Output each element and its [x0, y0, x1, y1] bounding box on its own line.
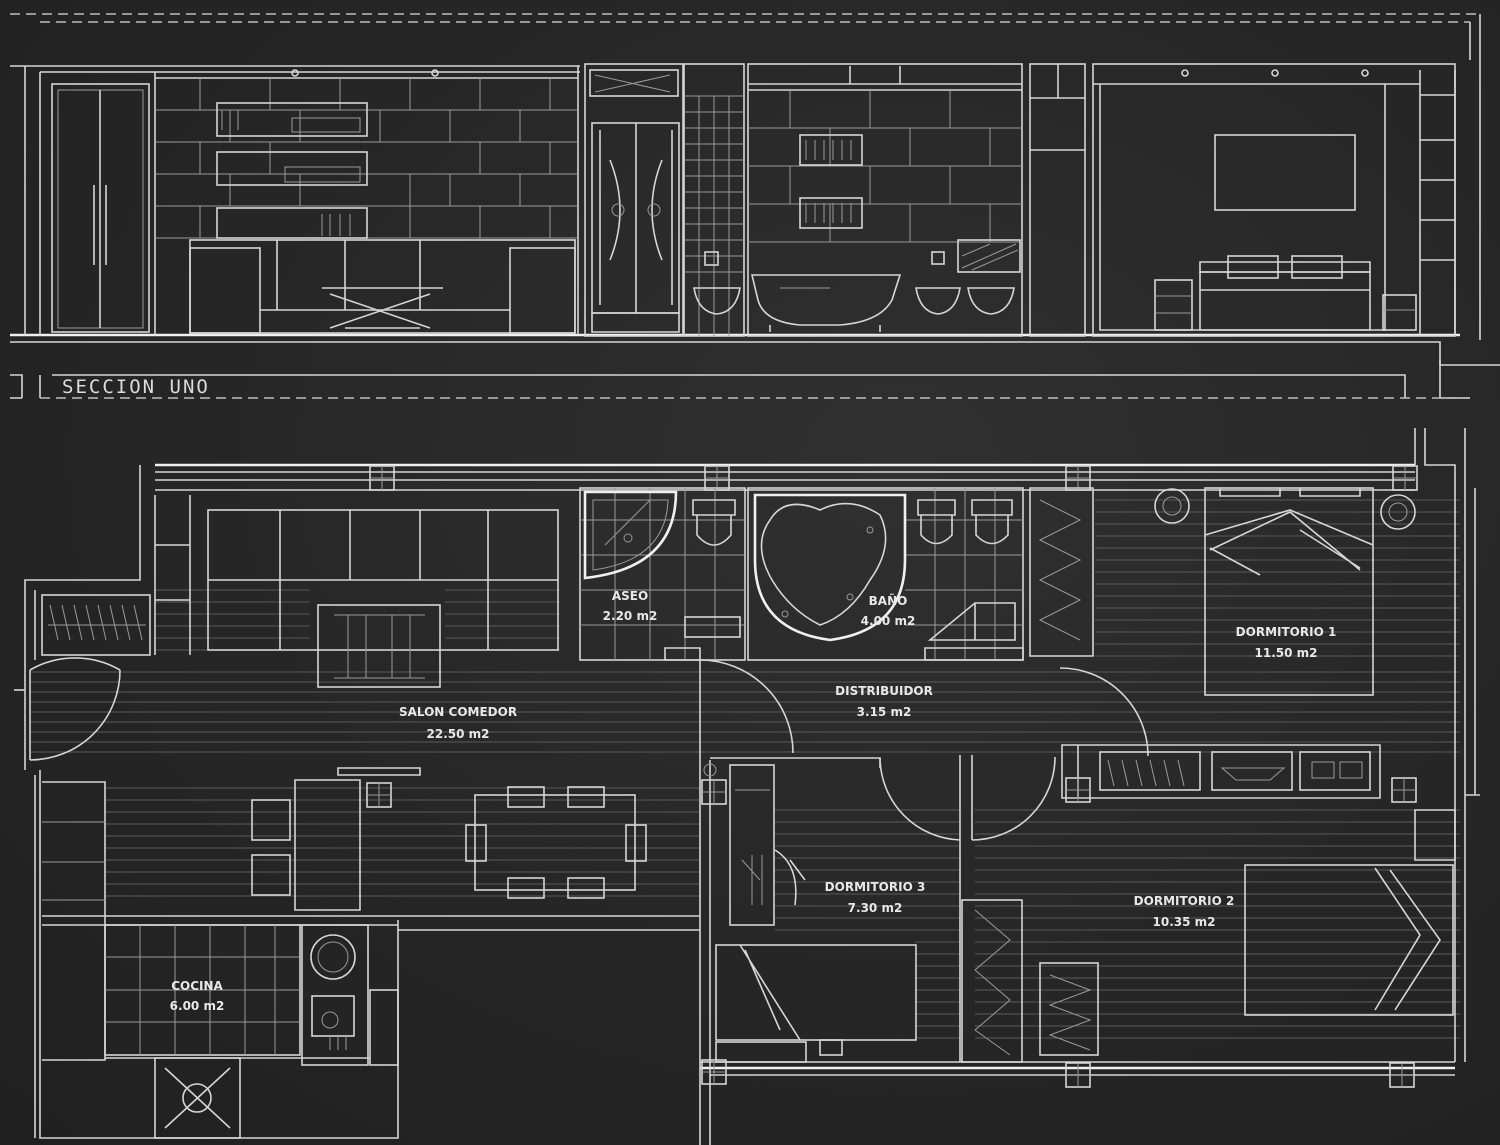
room-name-aseo: ASEO — [612, 589, 648, 603]
exterior-walls — [24, 428, 1480, 1145]
room-name-cocina: COCINA — [171, 979, 223, 993]
aseo-room — [579, 487, 746, 661]
room-labels: SALON COMEDOR 22.50 m2 ASEO 2.20 m2 BAÑO… — [170, 589, 1337, 1013]
room-area-distribuidor: 3.15 m2 — [857, 705, 912, 719]
dormitorio-3-furniture — [701, 755, 1023, 1063]
cocina-room — [42, 781, 399, 1139]
elevation-bedroom-wall — [1029, 63, 1456, 337]
floor-planks — [30, 499, 1460, 1039]
section-elevation: SECCION UNO — [10, 13, 1500, 399]
room-name-dormitorio-3: DORMITORIO 3 — [825, 880, 926, 894]
elevation-living-wall — [154, 66, 579, 335]
room-area-aseo: 2.20 m2 — [603, 609, 658, 623]
room-area-dormitorio-2: 10.35 m2 — [1153, 915, 1216, 929]
elevation-wardrobe — [51, 83, 150, 333]
dormitorio-2-furniture — [971, 756, 1456, 1056]
section-title: SECCION UNO — [62, 376, 210, 398]
bano-room — [747, 487, 1094, 661]
elevation-shower — [584, 63, 684, 337]
distribuidor-doors — [699, 659, 1417, 803]
room-area-cocina: 6.00 m2 — [170, 999, 225, 1013]
elevation-bano-wall — [747, 63, 1023, 337]
elevation-aseo-wall — [683, 63, 745, 337]
dormitorio-1-furniture — [1154, 487, 1416, 696]
room-name-bano: BAÑO — [869, 593, 908, 608]
room-name-salon: SALON COMEDOR — [399, 705, 517, 719]
room-area-dormitorio-1: 11.50 m2 — [1255, 646, 1318, 660]
room-area-bano: 4.00 m2 — [861, 614, 916, 628]
room-area-salon: 22.50 m2 — [427, 727, 490, 741]
room-area-dormitorio-3: 7.30 m2 — [848, 901, 903, 915]
salon-furniture — [14, 495, 559, 761]
floor-plan: SALON COMEDOR 22.50 m2 ASEO 2.20 m2 BAÑO… — [14, 428, 1480, 1145]
room-name-dormitorio-1: DORMITORIO 1 — [1236, 625, 1337, 639]
room-name-dormitorio-2: DORMITORIO 2 — [1134, 894, 1235, 908]
comedor-furniture — [251, 767, 647, 911]
room-name-distribuidor: DISTRIBUIDOR — [835, 684, 933, 698]
section-title-block: SECCION UNO — [10, 360, 1470, 399]
